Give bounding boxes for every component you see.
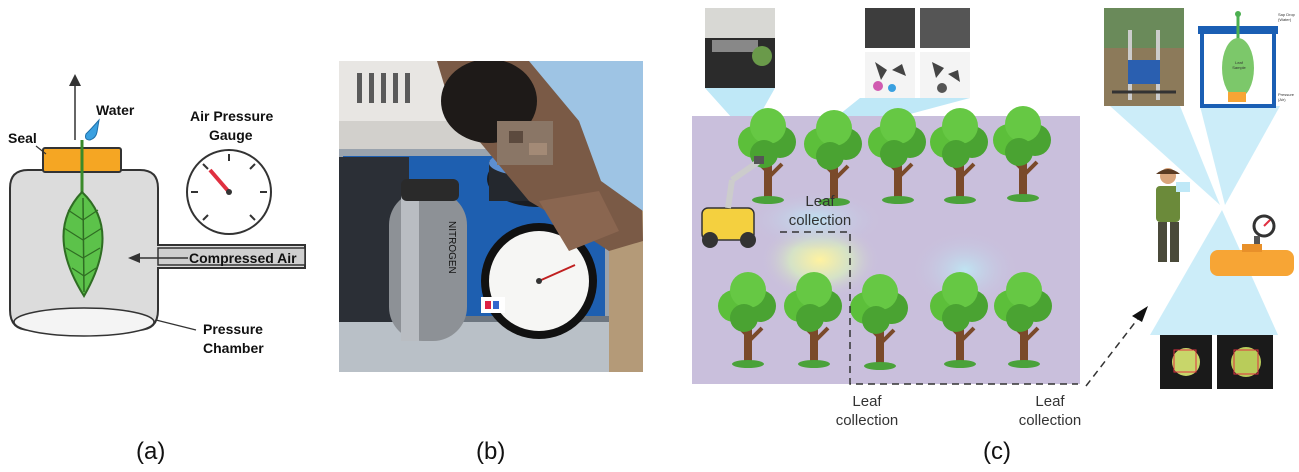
label-gauge-line1: Air Pressure — [190, 108, 274, 124]
label-gauge-line2: Gauge — [209, 127, 253, 143]
panel-a: Seal Water Air Pressure Gauge Compressed… — [0, 0, 320, 472]
label-leaf-collection-right-line1: Leaf — [1035, 393, 1065, 410]
researcher-figure — [1156, 168, 1190, 262]
gauge-needle — [208, 168, 231, 194]
panel-b: NITROGEN — [339, 61, 643, 372]
label-leaf-collection-robot-line1: Leaf — [805, 193, 835, 210]
collection-path — [780, 231, 1078, 385]
collection-robot — [701, 156, 764, 248]
label-leaf-collection-mid-line1: Leaf — [852, 393, 882, 410]
inset-label-pressure: Pressure (Air) — [1278, 92, 1295, 102]
leaf-segmentation-grid — [865, 8, 970, 98]
inset-label-sap-drop: Sap Drop (Water) — [1278, 12, 1295, 22]
label-leaf-collection-mid-line2: collection — [835, 412, 899, 429]
pressure-chamber-photo: NITROGEN — [339, 61, 643, 372]
pressure-chamber-diagram — [9, 74, 306, 337]
label-leaf-collection-right-line2: collection — [1018, 412, 1082, 429]
label-water: Water — [96, 102, 135, 118]
label-compressed-air: Compressed Air — [189, 250, 297, 266]
compressed-air-arrow-icon — [128, 253, 140, 263]
water-drop-icon — [85, 118, 100, 141]
orchard-diagram — [692, 8, 1294, 389]
caption-b: (b) — [476, 438, 506, 465]
label-leaf-collection-robot-line2: collection — [788, 212, 852, 229]
chamber-base-ellipse — [13, 307, 155, 337]
panel-c: Sap Drop (Water) Leaf Sample Pressure (A… — [680, 0, 1299, 472]
label-seal: Seal — [8, 130, 37, 146]
chamber-tank-icon — [1210, 214, 1294, 276]
compressed-air-pipe — [157, 247, 306, 266]
caption-a: (a) — [136, 438, 166, 465]
label-chamber-line1: Pressure — [203, 321, 263, 337]
inset-chamber-diagram — [1198, 11, 1278, 108]
label-chamber-line2: Chamber — [203, 340, 264, 356]
cylinder-text: NITROGEN — [446, 221, 457, 274]
caption-c: (c) — [983, 438, 1011, 465]
up-arrow-icon — [69, 74, 81, 86]
inset-label-leaf-sample: Leaf Sample — [1232, 60, 1246, 70]
arrow-to-lab-icon — [1132, 306, 1148, 322]
